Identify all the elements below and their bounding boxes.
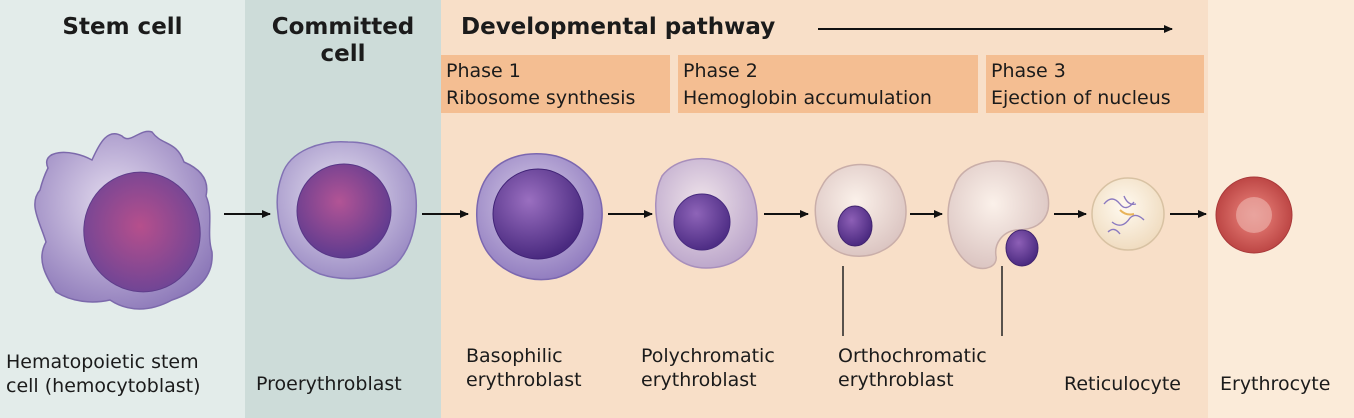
- hemocytoblast-label: Hematopoietic stem cell (hemocytoblast): [6, 350, 201, 398]
- orthochromatic-label-line2: erythroblast: [838, 369, 954, 391]
- polychromatic-label-line2: erythroblast: [641, 369, 757, 391]
- phase-2-box: Phase 2 Hemoglobin accumulation: [678, 55, 978, 113]
- committed-heading-line2: cell: [320, 41, 366, 67]
- basophilic-label-line2: erythroblast: [466, 369, 582, 391]
- proerythroblast-label: Proerythroblast: [256, 373, 402, 395]
- basophilic-erythroblast-label: Basophilic erythroblast: [466, 344, 582, 392]
- committed-cell-heading: Committed cell: [245, 14, 441, 68]
- phase-1-box: Phase 1 Ribosome synthesis: [441, 55, 670, 113]
- stem-cell-heading: Stem cell: [62, 14, 183, 40]
- developmental-pathway-heading: Developmental pathway: [461, 14, 776, 40]
- phase-1-description: Ribosome synthesis: [446, 87, 636, 109]
- hemocytoblast-cell: [34, 130, 213, 310]
- hemocytoblast-label-line2: cell (hemocytoblast): [6, 375, 201, 397]
- proerythroblast-cell: [276, 141, 417, 280]
- phase-2-title: Phase 2: [683, 60, 758, 82]
- orthochromatic-erythroblast-cell: [814, 163, 907, 257]
- basophilic-erythroblast-cell: [476, 153, 603, 281]
- orthochromatic-label-line1: Orthochromatic: [838, 345, 987, 367]
- orthochromatic-erythroblast-label: Orthochromatic erythroblast: [838, 344, 987, 392]
- phase-3-description: Ejection of nucleus: [991, 87, 1171, 109]
- reticulocyte-cell: [1091, 177, 1165, 251]
- polychromatic-label-line1: Polychromatic: [641, 345, 775, 367]
- committed-heading-line1: Committed: [271, 14, 415, 40]
- hemocytoblast-label-line1: Hematopoietic stem: [6, 351, 199, 373]
- phase-1-title: Phase 1: [446, 60, 521, 82]
- erythrocyte-cell: [1215, 176, 1293, 254]
- nucleus-ejection-cell: [947, 160, 1050, 270]
- reticulocyte-label: Reticulocyte: [1064, 373, 1181, 395]
- polychromatic-erythroblast-label: Polychromatic erythroblast: [641, 344, 775, 392]
- phase-2-description: Hemoglobin accumulation: [683, 87, 932, 109]
- erythrocyte-label: Erythrocyte: [1220, 373, 1331, 395]
- phase-3-title: Phase 3: [991, 60, 1066, 82]
- leader-lines: [842, 266, 1003, 336]
- phase-3-box: Phase 3 Ejection of nucleus: [986, 55, 1204, 113]
- progression-arrows: [224, 25, 1207, 218]
- polychromatic-erythroblast-cell: [655, 157, 758, 269]
- basophilic-label-line1: Basophilic: [466, 345, 563, 367]
